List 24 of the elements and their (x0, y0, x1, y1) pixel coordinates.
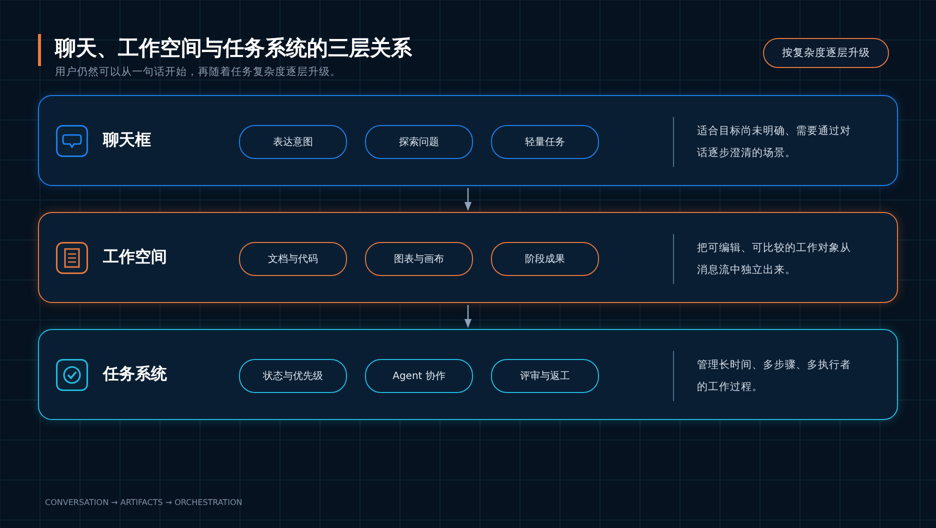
feature-chip: 探索问题 (365, 125, 473, 159)
feature-chip: 评审与返工 (491, 359, 599, 393)
layer-heading: 聊天框 (103, 130, 151, 151)
layer-description: 管理长时间、多步骤、多执行者的工作过程。 (697, 358, 852, 395)
layer-panel (38, 212, 898, 303)
feature-chip: 状态与优先级 (239, 359, 347, 393)
feature-chip: 表达意图 (239, 125, 347, 159)
down-arrow (464, 305, 472, 328)
feature-chip: Agent 协作 (365, 359, 473, 393)
feature-chip: 阶段成果 (491, 242, 599, 276)
feature-chip: 图表与画布 (365, 242, 473, 276)
upgrade-pill: 按复杂度逐层升级 (763, 38, 889, 68)
feature-chip: 文档与代码 (239, 242, 347, 276)
layer-panel (38, 95, 898, 186)
footer-note: CONVERSATION → ARTIFACTS → ORCHESTRATION (45, 498, 242, 507)
layer-description: 适合目标尚未明确、需要通过对话逐步澄清的场景。 (697, 124, 852, 161)
layer-panel (38, 329, 898, 420)
feature-chip: 轻量任务 (491, 125, 599, 159)
layer-heading: 工作空间 (103, 247, 167, 268)
title: 聊天、工作空间与任务系统的三层关系 (55, 35, 412, 62)
subtitle: 用户仍然可以从一句话开始，再随着任务复杂度逐层升级。 (55, 65, 341, 79)
layer-description: 把可编辑、可比较的工作对象从消息流中独立出来。 (697, 241, 852, 278)
down-arrow (464, 188, 472, 211)
layer-heading: 任务系统 (103, 364, 167, 385)
